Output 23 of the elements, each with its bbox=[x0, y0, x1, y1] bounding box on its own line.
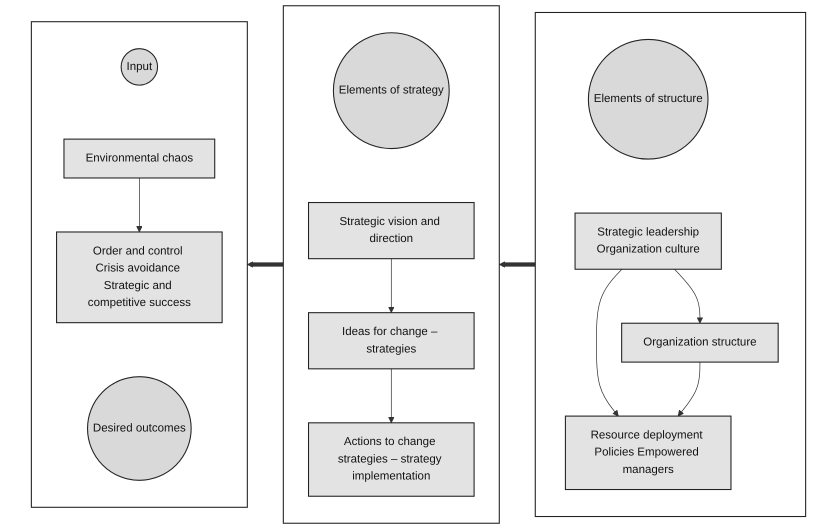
arrow bbox=[136, 178, 143, 232]
node-box: Resource deployment Policies Empowered managers bbox=[564, 416, 732, 490]
node-box: Strategic vision and direction bbox=[308, 202, 475, 260]
cluster bbox=[534, 12, 806, 518]
node-box: Environmental chaos bbox=[63, 138, 216, 179]
arrow bbox=[388, 368, 394, 424]
arrow bbox=[674, 268, 704, 324]
node-circle: Elements of structure bbox=[588, 38, 709, 160]
node-circle: Elements of strategy bbox=[332, 32, 450, 150]
node-box: Actions to change strategies – strategy implementation bbox=[308, 422, 475, 497]
node-circle: Input bbox=[120, 48, 158, 86]
arrow bbox=[247, 261, 284, 268]
node-box: Ideas for change – strategies bbox=[308, 312, 475, 370]
arrow bbox=[499, 261, 536, 268]
arrow bbox=[678, 362, 700, 416]
node-box: Order and control Crisis avoidance Strategic and competitive success bbox=[56, 231, 223, 324]
node-box: Organization structure bbox=[621, 322, 779, 363]
arrow bbox=[388, 258, 394, 313]
arrow bbox=[596, 268, 622, 416]
node-box: Strategic leadership Organization culture bbox=[574, 212, 722, 270]
cluster bbox=[282, 5, 500, 524]
cluster bbox=[30, 21, 248, 508]
node-circle: Desired outcomes bbox=[87, 376, 192, 481]
